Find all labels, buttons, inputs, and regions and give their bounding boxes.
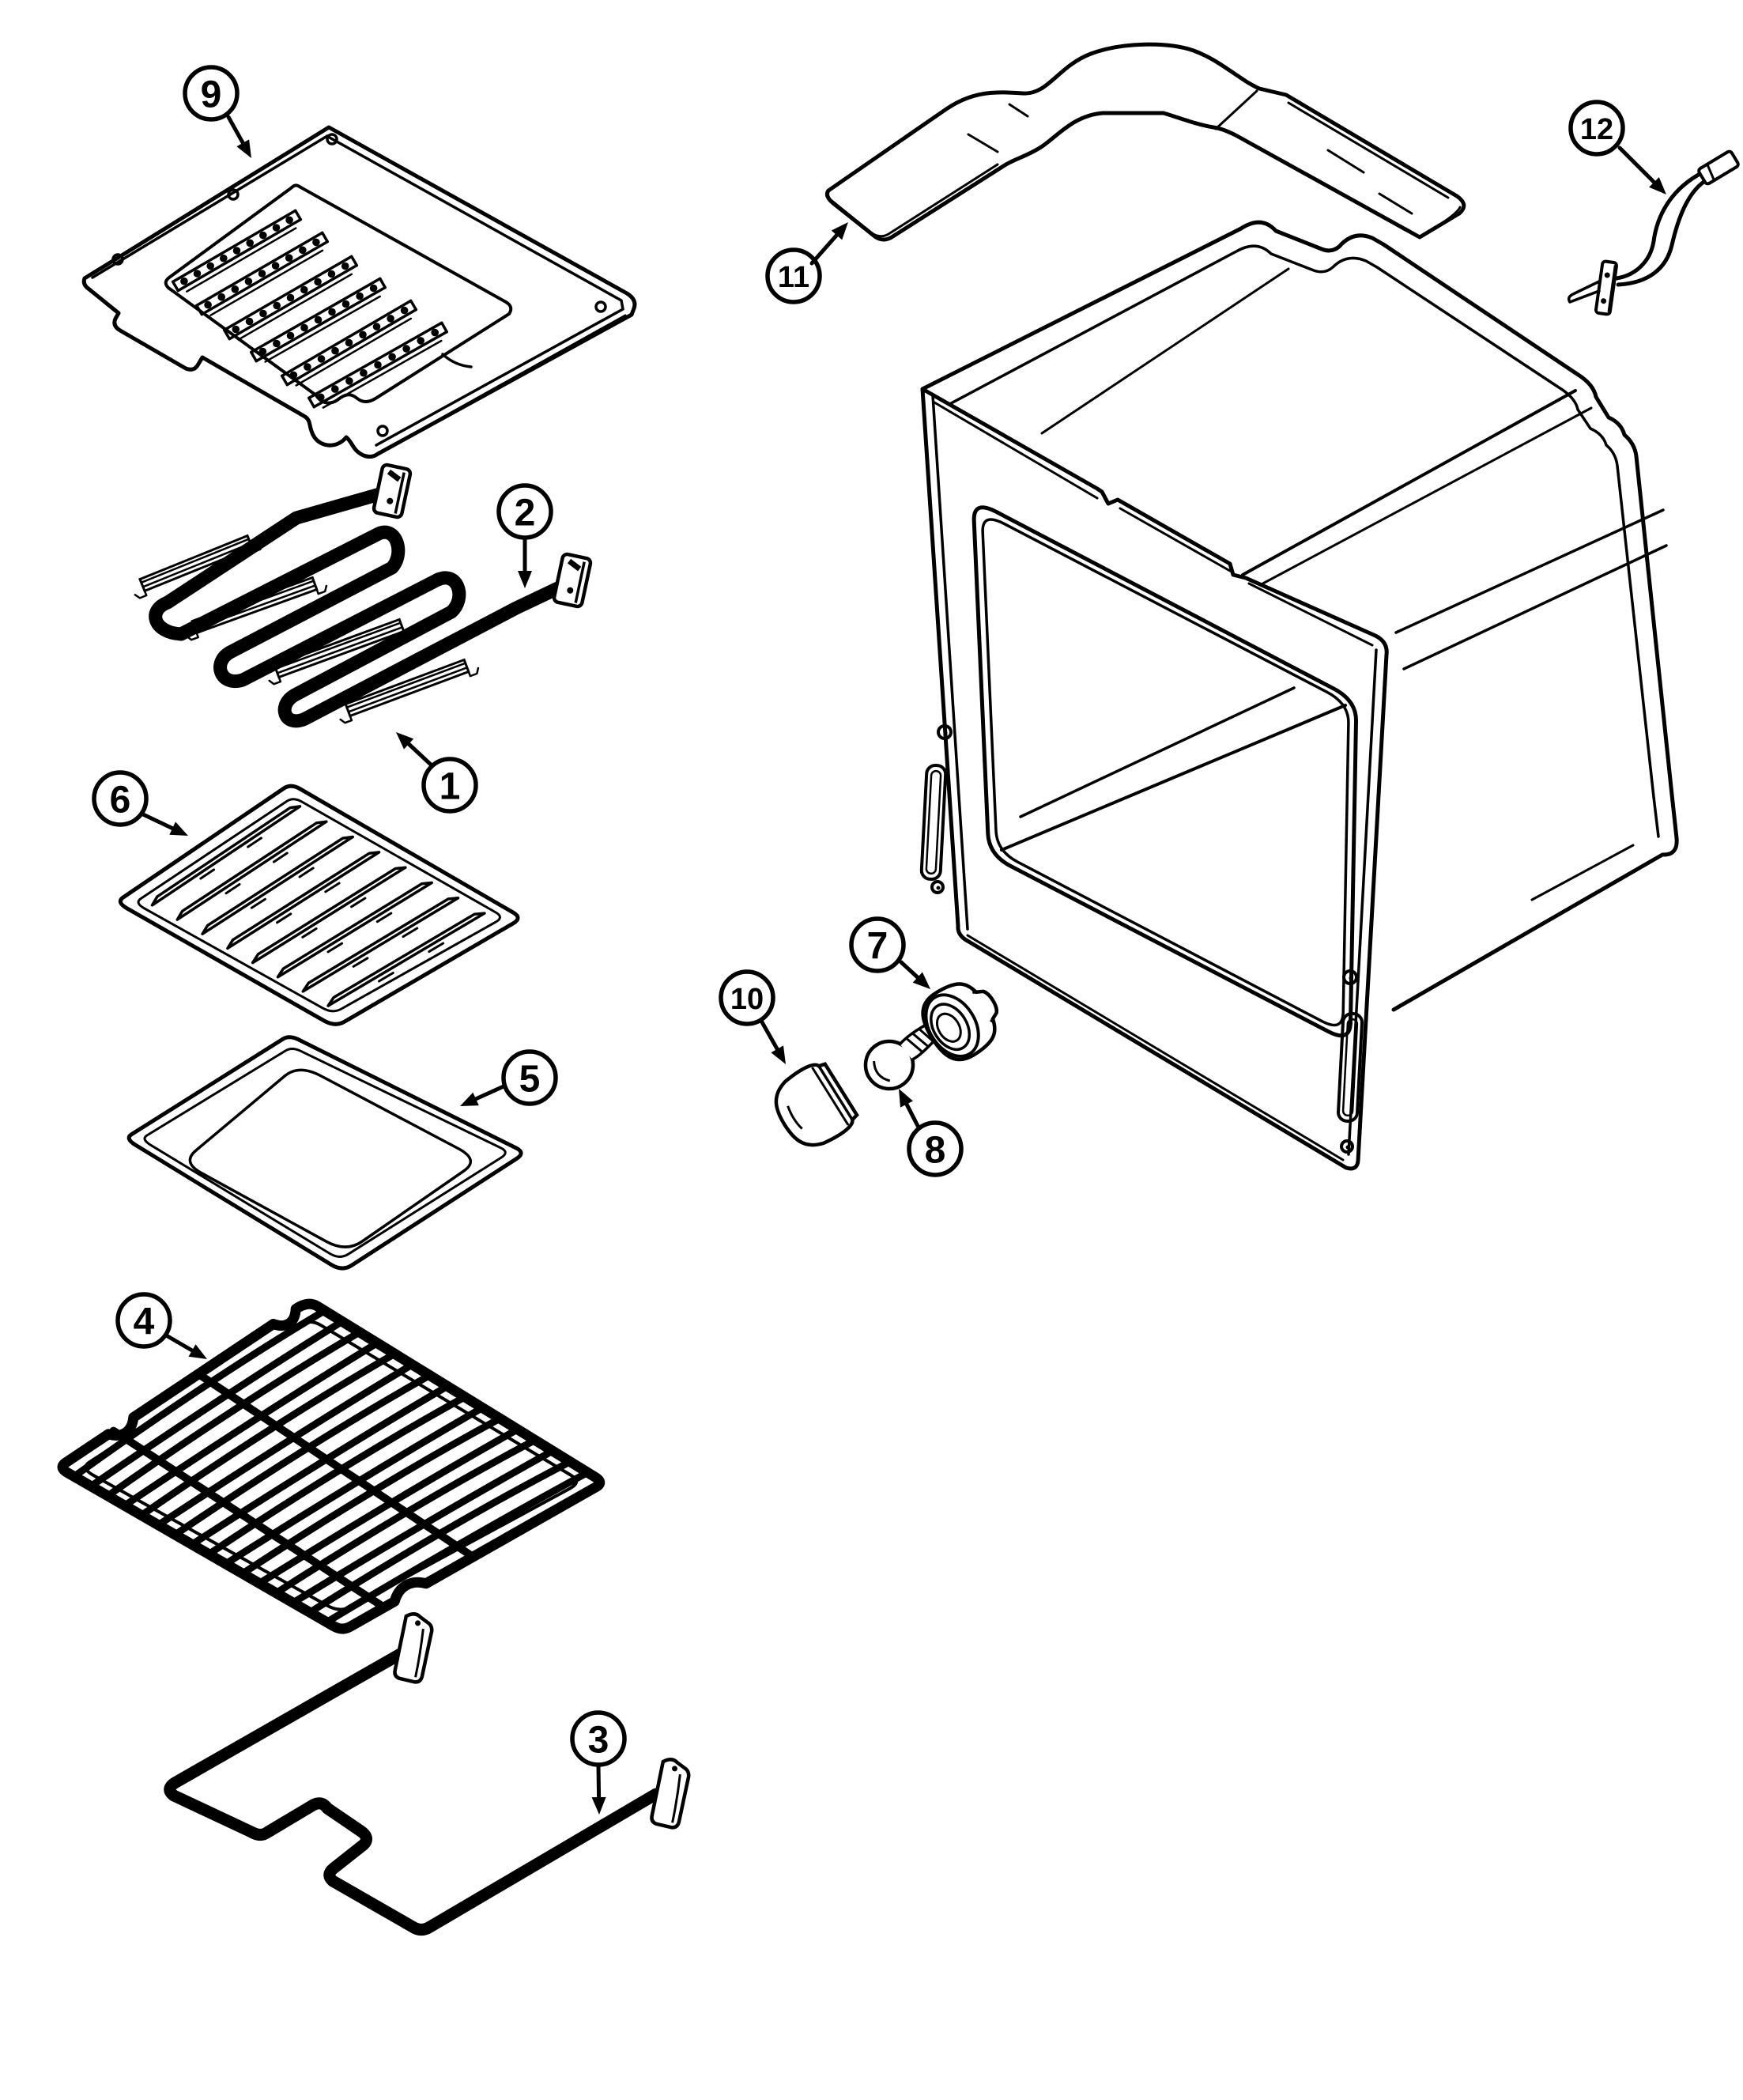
svg-text:12: 12 bbox=[1580, 113, 1613, 146]
svg-text:7: 7 bbox=[867, 926, 888, 968]
svg-text:10: 10 bbox=[730, 983, 764, 1016]
svg-text:6: 6 bbox=[110, 780, 131, 821]
svg-text:3: 3 bbox=[588, 1720, 609, 1762]
svg-text:1: 1 bbox=[440, 766, 461, 808]
svg-text:4: 4 bbox=[134, 1301, 155, 1343]
svg-text:9: 9 bbox=[201, 74, 222, 116]
svg-text:8: 8 bbox=[925, 1130, 946, 1172]
svg-text:5: 5 bbox=[519, 1059, 541, 1101]
svg-text:11: 11 bbox=[778, 261, 809, 294]
svg-text:2: 2 bbox=[515, 493, 536, 534]
